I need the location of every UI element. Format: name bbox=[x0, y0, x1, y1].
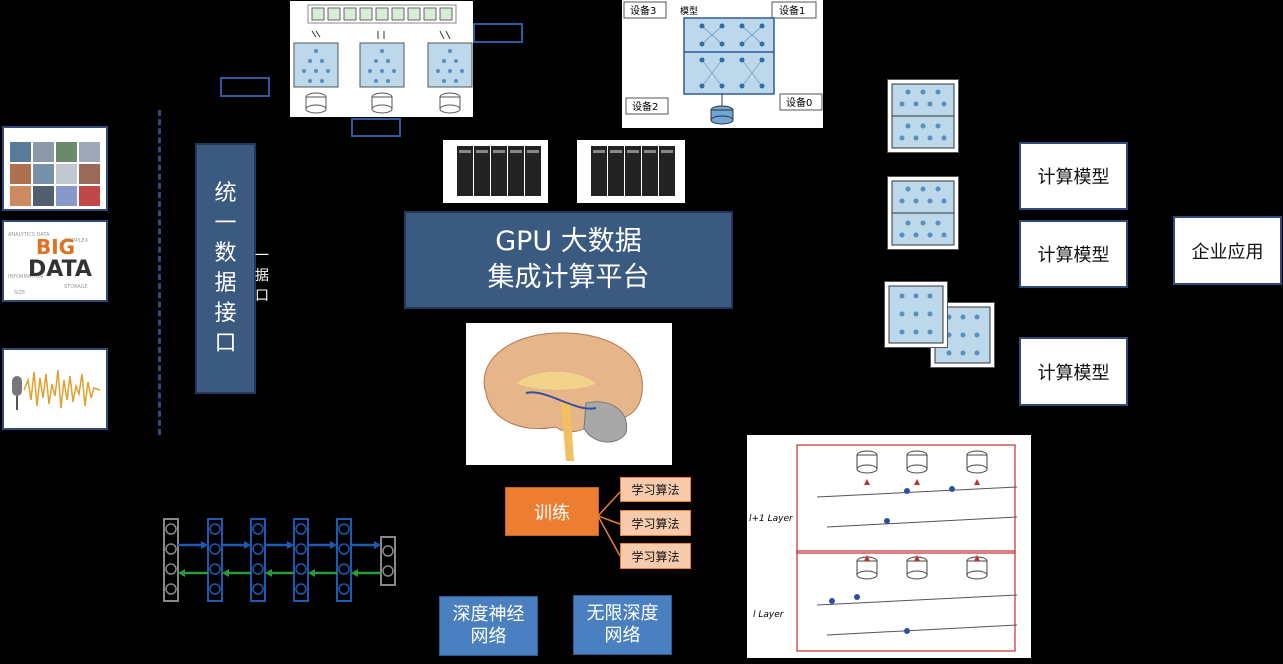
svg-text:SIZE: SIZE bbox=[14, 290, 25, 296]
training-connectors bbox=[598, 491, 621, 557]
gpu-server-2 bbox=[577, 140, 685, 203]
svg-text:STORAGE: STORAGE bbox=[64, 284, 88, 290]
svg-text:ANALYTICS DATA: ANALYTICS DATA bbox=[8, 232, 50, 238]
data-parallel-diagram bbox=[290, 1, 473, 117]
uni-char-1: 统 bbox=[214, 180, 237, 206]
algorithm-2: 学习算法 bbox=[620, 510, 691, 536]
device-2-label: 设备2 bbox=[632, 100, 658, 113]
idn-line-2: 网络 bbox=[604, 625, 641, 646]
platform-line-1: GPU 大数据 bbox=[495, 226, 642, 257]
server-rack-icon bbox=[591, 146, 675, 196]
svg-text:COMPLEX: COMPLEX bbox=[64, 238, 89, 244]
bigdata-word-data: DATA bbox=[28, 257, 92, 282]
dnn-line-1: 深度神经 bbox=[452, 604, 525, 625]
gpu-server-1 bbox=[443, 140, 548, 203]
nn-thumbnail-2 bbox=[887, 176, 959, 250]
uni-char-3: 数 bbox=[214, 240, 237, 266]
bigdata-wordcloud-icon: ANALYTICS DATA COMPLEX INFORMATION STORA… bbox=[8, 232, 92, 296]
photo-grid-icon bbox=[10, 142, 100, 206]
audio-source bbox=[2, 348, 108, 430]
layer-lower-label: l Layer bbox=[753, 610, 785, 620]
model-parallel-diagram: 设备3 模型 设备1 设备2 设备0 bbox=[622, 0, 823, 128]
bigdata-word-big: BIG bbox=[36, 235, 75, 259]
microphone-waveform-icon bbox=[12, 369, 101, 410]
enterprise-app: 企业应用 bbox=[1173, 216, 1282, 285]
bidirectional-rnn-diagram bbox=[163, 518, 396, 602]
compute-model-1: 计算模型 bbox=[1019, 142, 1128, 210]
device-0-label: 设备0 bbox=[786, 96, 812, 109]
server-rack-icon bbox=[457, 146, 541, 196]
svg-text:INFORMATION: INFORMATION bbox=[8, 274, 43, 280]
training-box: 训练 bbox=[505, 487, 599, 536]
idn-line-1: 无限深度 bbox=[586, 603, 659, 624]
unified-data-interface: 统 一 数 据 接 口 bbox=[195, 143, 256, 394]
bigdata-source: ANALYTICS DATA COMPLEX INFORMATION STORA… bbox=[2, 220, 108, 302]
layer-upper-label: l+1 Layer bbox=[749, 514, 794, 524]
uni-char-6: 口 bbox=[214, 330, 237, 356]
compute-model-2: 计算模型 bbox=[1019, 220, 1128, 288]
brain-icon bbox=[483, 332, 643, 461]
label-frame-1 bbox=[220, 77, 270, 97]
label-frame-3 bbox=[351, 118, 401, 137]
layer-diagram: l+1 Layer l Layer bbox=[747, 435, 1031, 658]
uni-char-4: 据 bbox=[214, 270, 237, 296]
platform-line-2: 集成计算平台 bbox=[487, 262, 650, 293]
uni-char-2: 一 bbox=[214, 210, 237, 236]
label-frame-2 bbox=[473, 23, 523, 43]
model-label: 模型 bbox=[680, 6, 698, 17]
deep-neural-network: 深度神经 网络 bbox=[439, 596, 538, 656]
infinite-depth-network: 无限深度 网络 bbox=[573, 595, 672, 655]
uni-char-5: 接 bbox=[214, 300, 237, 326]
device-3-label: 设备3 bbox=[630, 4, 656, 17]
device-1-label: 设备1 bbox=[779, 4, 805, 17]
algorithm-1: 学习算法 bbox=[620, 477, 691, 502]
dnn-line-2: 网络 bbox=[470, 626, 507, 647]
nn-thumbnail-3a bbox=[884, 281, 948, 348]
dashed-separator bbox=[158, 110, 161, 435]
compute-model-3: 计算模型 bbox=[1019, 337, 1128, 406]
algorithm-3: 学习算法 bbox=[620, 543, 691, 569]
uni-side-text: 一 据 口 bbox=[255, 248, 269, 304]
nn-thumbnail-1 bbox=[887, 79, 959, 153]
brain-image bbox=[466, 323, 672, 465]
image-data-source bbox=[2, 126, 108, 211]
gpu-platform: GPU 大数据 集成计算平台 bbox=[404, 211, 733, 309]
